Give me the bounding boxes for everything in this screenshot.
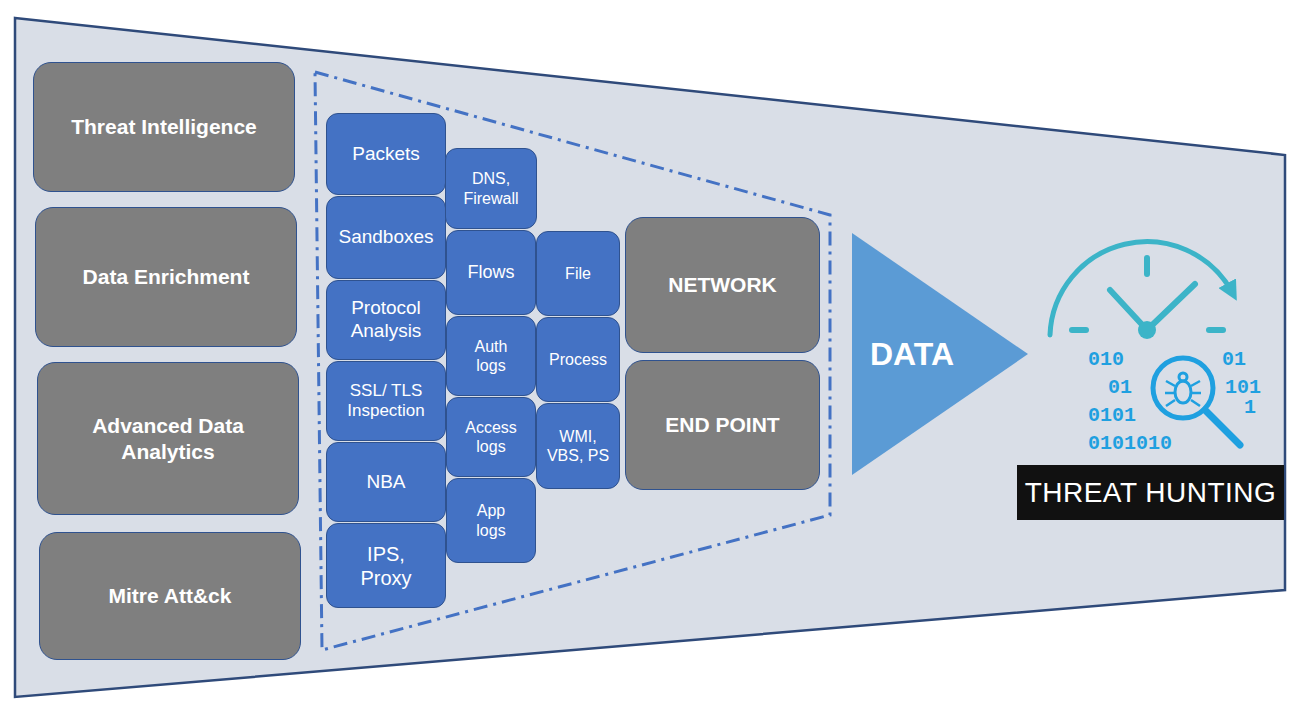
endpoint-box: WMI, VBS, PS <box>536 403 620 489</box>
log-box: Auth logs <box>446 316 536 396</box>
node-text: THREAT HUNTING <box>1025 476 1277 510</box>
binary-digits: 01 <box>1108 378 1132 398</box>
topic-box: Data Enrichment <box>35 207 297 347</box>
node-text: DATA <box>870 335 954 373</box>
binary-digits: 101 <box>1225 378 1261 398</box>
funnel-band <box>15 18 1285 697</box>
topic-box: Threat Intelligence <box>33 62 295 192</box>
binary-digits: 0101 <box>1088 406 1136 426</box>
source-box: Sandboxes <box>326 196 446 279</box>
topic-box: Advanced Data Analytics <box>37 362 299 515</box>
source-box: Protocol Analysis <box>326 280 446 360</box>
endpoint-box: File <box>536 231 620 316</box>
node-text: Data Enrichment <box>83 264 250 289</box>
clock-icon <box>1050 242 1232 339</box>
node-text: Advanced Data Analytics <box>61 413 276 463</box>
node-text: Access logs <box>462 418 520 456</box>
title-banner: THREAT HUNTING <box>1017 465 1285 520</box>
node-text: File <box>565 264 591 283</box>
binary-digits: 1 <box>1244 398 1256 418</box>
node-text: Process <box>549 350 607 369</box>
category-box: NETWORK <box>625 217 820 353</box>
source-box: Packets <box>326 113 446 195</box>
source-box: SSL/ TLS Inspection <box>326 361 446 441</box>
node-text: DNS, Firewall <box>453 169 529 207</box>
node-text: Mitre Att&ck <box>109 583 232 608</box>
binary-digits: 01 <box>1222 350 1246 370</box>
node-text: App logs <box>469 501 513 539</box>
magnifier-icon <box>1153 358 1240 445</box>
data-triangle: DATA <box>852 233 1028 475</box>
node-text: Sandboxes <box>338 226 433 249</box>
node-text: Auth logs <box>466 337 516 375</box>
log-box: Flows <box>446 230 536 315</box>
topic-box: Mitre Att&ck <box>39 532 301 660</box>
node-text: Flows <box>467 262 514 284</box>
node-text: IPS, Proxy <box>351 542 421 590</box>
node-text: END POINT <box>665 412 779 437</box>
source-box: IPS, Proxy <box>326 523 446 608</box>
node-text: NETWORK <box>668 272 777 297</box>
source-box: NBA <box>326 442 446 522</box>
node-text: SSL/ TLS Inspection <box>336 381 436 422</box>
node-text: Threat Intelligence <box>71 114 257 139</box>
triangle-outline <box>852 233 1028 475</box>
node-text: Packets <box>352 143 420 166</box>
dashed-region <box>315 72 830 650</box>
log-box: DNS, Firewall <box>445 148 537 229</box>
binary-digits: 010 <box>1088 350 1124 370</box>
node-text: WMI, VBS, PS <box>545 427 611 465</box>
binary-digits: 0101010 <box>1088 434 1172 454</box>
log-box: App logs <box>446 478 536 563</box>
node-text: Protocol Analysis <box>336 297 436 343</box>
endpoint-box: Process <box>536 317 620 402</box>
category-box: END POINT <box>625 360 820 490</box>
log-box: Access logs <box>446 397 536 477</box>
node-text: NBA <box>366 471 405 494</box>
